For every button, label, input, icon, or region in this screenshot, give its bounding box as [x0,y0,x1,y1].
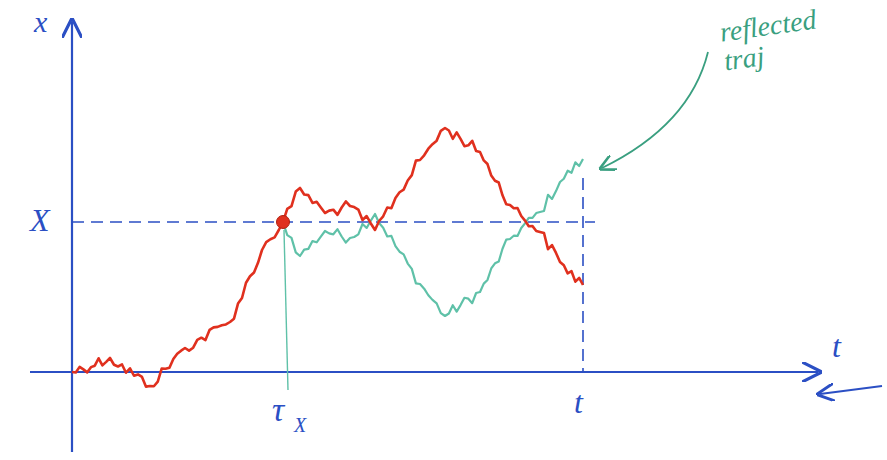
time-reversal-arrow [820,386,882,394]
annotation-arrow [602,52,708,168]
hitting-point [277,216,290,229]
hitting-time-leader [284,230,288,390]
time-label: t [574,386,583,420]
reflected-trajectory [283,159,583,316]
t-axis [30,371,818,373]
level-line [72,221,595,223]
hitting-time-symbol: τ [272,392,284,428]
trajectory [72,128,583,387]
axis-label: t [832,330,841,364]
annotation: reflected traj [718,5,822,77]
level-label: X [30,204,50,238]
x-axis [71,22,73,452]
time-line [582,178,584,372]
axis-label: x [34,6,47,38]
hitting-time-subscript: X [294,415,306,436]
trajectories [72,128,583,387]
